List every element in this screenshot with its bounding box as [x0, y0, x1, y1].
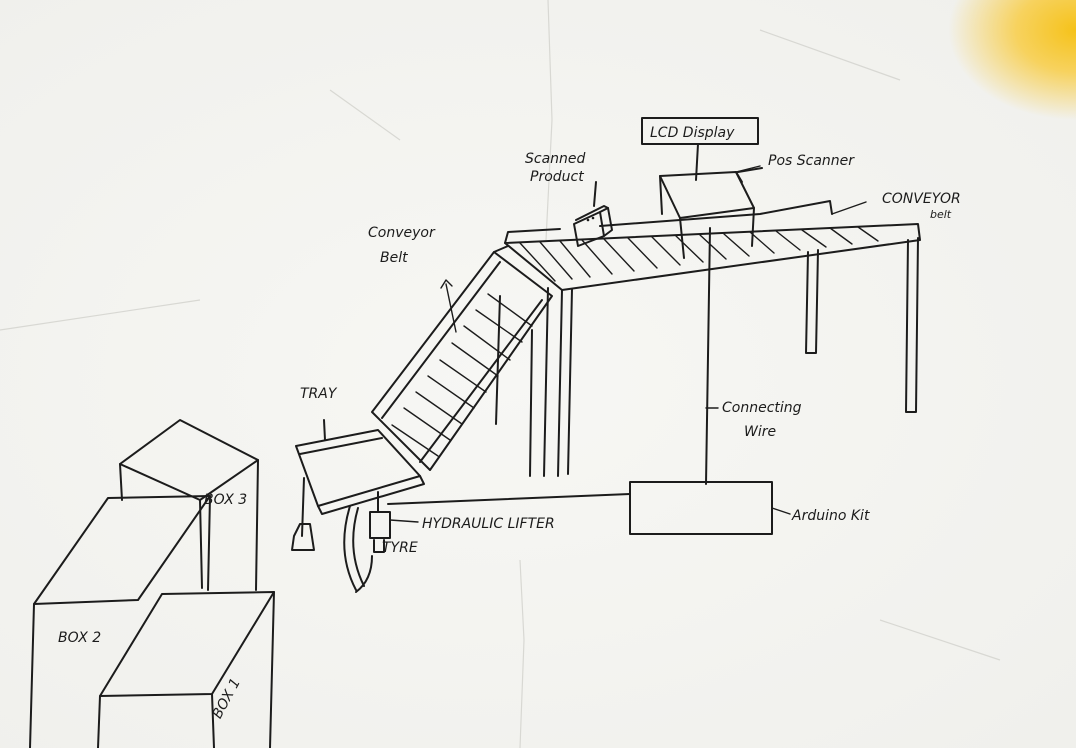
- label-pos-scanner: Pos Scanner: [768, 153, 855, 169]
- box-2: [30, 496, 210, 748]
- label-scanned-product-2: Product: [530, 169, 584, 185]
- label-tyre: TYRE: [382, 540, 418, 556]
- top-conveyor-belt: [505, 201, 920, 476]
- tray: [292, 420, 424, 550]
- label-box-1: BOX 1: [210, 676, 244, 722]
- label-box-2: BOX 2: [58, 630, 101, 646]
- box-1: [98, 592, 274, 748]
- label-lcd-display: LCD Display: [650, 125, 735, 141]
- label-box-3: BOX 3: [204, 492, 247, 508]
- label-conveyor-belt-ramp-2: Belt: [380, 250, 408, 266]
- label-tray: TRAY: [300, 386, 338, 402]
- label-connecting-wire-2: Wire: [744, 424, 776, 440]
- label-conveyor-belt-top-2: belt: [930, 208, 952, 221]
- label-arduino-kit: Arduino Kit: [791, 508, 870, 524]
- paper-creases: [0, 0, 1000, 748]
- label-conveyor-belt-top-1: CONVEYOR: [882, 191, 961, 207]
- label-hydraulic-lifter: HYDRAULIC LIFTER: [422, 516, 555, 532]
- scanned-product: [574, 182, 612, 246]
- tyre: [344, 506, 372, 592]
- label-leaders: [390, 166, 866, 522]
- label-conveyor-belt-ramp-1: Conveyor: [368, 225, 436, 241]
- label-connecting-wire-1: Connecting: [722, 400, 802, 416]
- inclined-conveyor-belt: [372, 246, 552, 476]
- label-scanned-product-1: Scanned: [525, 151, 586, 167]
- arduino-kit: [630, 482, 772, 534]
